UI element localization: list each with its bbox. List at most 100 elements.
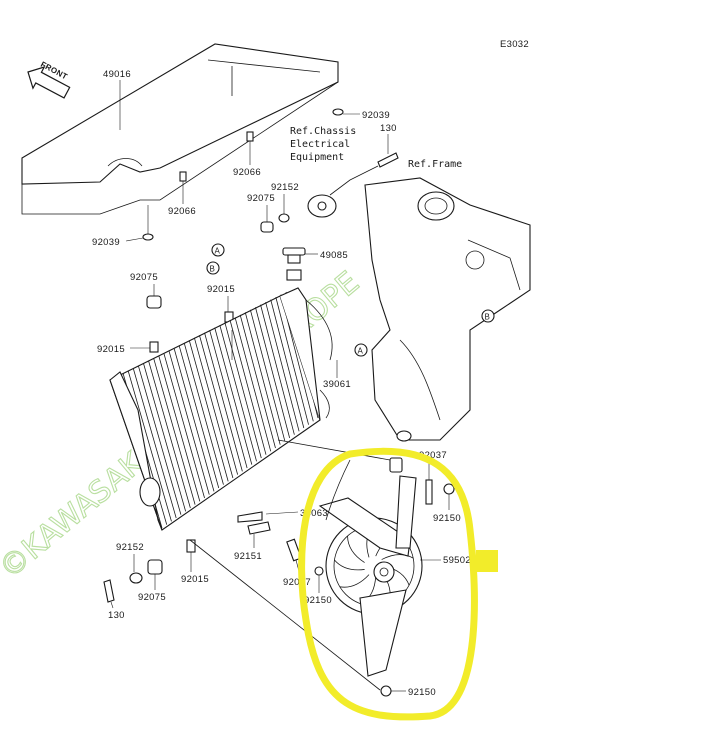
part-label-130-lower: 130 (108, 610, 125, 621)
radiator-fin (178, 345, 220, 489)
part-label-92150-b: 92150 (304, 595, 332, 606)
part-label-92075-left: 92075 (130, 272, 158, 283)
part-label-92066-b: 92066 (168, 206, 196, 217)
clip-92037-upper (425, 479, 433, 505)
radiator-fin (214, 327, 253, 465)
part-label-92039-right: 92039 (362, 110, 390, 121)
ref-mark-b-frame-label: B (485, 313, 491, 322)
fan-blade (339, 574, 370, 588)
radiator-fin (148, 360, 191, 509)
grommet-92075-upper (260, 221, 274, 233)
grommet-92075-lower (147, 559, 163, 575)
nut-92150-b (314, 566, 324, 576)
washer-92152-lower (129, 572, 143, 584)
bolt-92039-left (142, 233, 154, 241)
radiator-fin (199, 335, 239, 475)
part-label-92150-c: 92150 (408, 687, 436, 698)
radiator-fin (260, 304, 295, 435)
highlight-tag (476, 550, 498, 572)
radiator-fin (168, 350, 210, 495)
part-label-130-top: 130 (380, 123, 397, 134)
radiator-fin (132, 368, 177, 519)
ref-mark-b-upper (206, 261, 220, 275)
part-label-49016: 49016 (103, 69, 131, 80)
radiator-fin (173, 347, 215, 492)
part-label-39061: 39061 (323, 379, 351, 390)
radiator-fin (234, 317, 272, 452)
ref-mark-a-upper-label: A (215, 247, 221, 256)
part-label-35063: 35063 (300, 508, 328, 519)
ref-mark-a-frame (354, 343, 368, 357)
radiator-fin (153, 358, 196, 505)
bracket-92015-lower (186, 539, 196, 553)
sensor-bracket (307, 165, 379, 218)
fastener-92066-b (179, 171, 187, 182)
radiator-fin (280, 294, 314, 422)
part-label-92152-upper: 92152 (271, 182, 299, 193)
radiator-cover-49016 (21, 43, 339, 215)
radiator-fin (183, 342, 224, 485)
part-label-92037-lower: 92037 (283, 577, 311, 588)
fan-blade (347, 535, 365, 563)
diagram-code: E3032 (500, 39, 529, 50)
radiator-core (109, 287, 333, 531)
radiator-fin (239, 314, 276, 449)
washer-92152-upper (278, 213, 290, 223)
part-label-92152-lower: 92152 (116, 542, 144, 553)
fan-blade (334, 559, 365, 571)
radiator-fin (249, 309, 286, 442)
part-label-92015-upper: 92015 (207, 284, 235, 295)
ref-mark-a-frame-label: A (358, 347, 364, 356)
front-arrow-icon (27, 66, 71, 99)
ref-chassis-electrical: Ref.Chassis Electrical Equipment (290, 126, 362, 163)
frame-assembly (364, 177, 531, 442)
radiator-fin (127, 370, 172, 522)
radiator-fin (163, 352, 205, 499)
part-label-92039-left: 92039 (92, 237, 120, 248)
part-label-92150-a: 92150 (433, 513, 461, 524)
nut-92150-a (443, 483, 455, 495)
radiator-fin (204, 332, 243, 472)
part-label-59502: 59502 (443, 555, 471, 566)
radiator-fin (188, 340, 229, 482)
ref-frame-label: Ref.Frame (408, 159, 462, 170)
radiator-fin (224, 322, 262, 459)
ref-mark-b-upper-label: B (210, 265, 216, 274)
radiator-fin (158, 355, 201, 502)
radiator-fin (137, 365, 182, 515)
radiator-fin (143, 363, 187, 512)
grommet-92075-left (146, 295, 162, 309)
radiator-fin (270, 299, 305, 429)
bolt-92151 (247, 521, 271, 535)
ref-mark-a-upper (211, 243, 225, 257)
bracket-92015-left (149, 341, 159, 353)
ref-mark-b-frame (481, 309, 495, 323)
radiator-fin (193, 337, 234, 479)
part-label-92075-lower: 92075 (138, 592, 166, 603)
bolt-130-lower (103, 579, 115, 603)
bolt-35063 (237, 511, 263, 523)
highlight-ring (298, 447, 478, 721)
part-label-49085: 49085 (320, 250, 348, 261)
radiator-fin (255, 307, 291, 439)
part-label-92037-upper: 92037 (419, 450, 447, 461)
radiator-fin (219, 324, 257, 462)
radiator-fin (265, 302, 300, 432)
part-label-92015-lower: 92015 (181, 574, 209, 585)
part-label-92066-a: 92066 (233, 167, 261, 178)
fan-assembly-59502 (189, 439, 423, 691)
bolt-130-top (377, 152, 399, 168)
bolt-92039-right (332, 108, 344, 116)
radiator-fin (275, 296, 309, 425)
fan-blade (381, 554, 414, 560)
radiator-fin (209, 330, 248, 469)
part-label-92151: 92151 (234, 551, 262, 562)
clip-92037-lower (286, 538, 302, 562)
radiator-fin (229, 319, 267, 455)
fastener-92066-a (246, 131, 254, 142)
nut-92150-c (380, 685, 392, 697)
radiator-cap-49085 (282, 247, 306, 281)
radiator-fin (244, 312, 281, 445)
